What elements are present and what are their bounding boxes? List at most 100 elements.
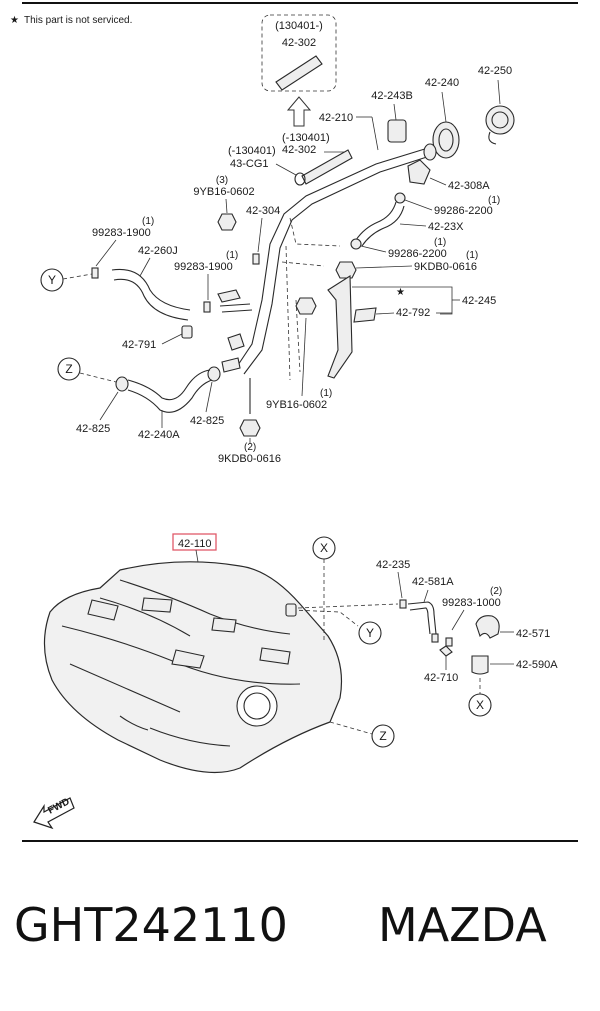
pad-42-792 (353, 307, 377, 323)
callout-42-240a: 42-240A (138, 429, 180, 441)
fuel-cap-42-250 (485, 105, 515, 135)
ref-y-label-2: Y (366, 626, 374, 640)
callout-42-308a: 42-308A (448, 180, 490, 192)
callout-9yb16-top: 9YB16-0602 (193, 186, 254, 198)
star-icon-2: ★ (396, 287, 405, 298)
callout-42-243b: 42-243B (371, 90, 413, 102)
hose-42-240a (127, 369, 213, 413)
bracket-42-243b (387, 119, 407, 143)
callout-9kdb0-b: 9KDB0-0616 (218, 453, 281, 465)
callout-qty-1-b: (1) (434, 237, 446, 248)
footer: GHT242110 MAZDA (0, 888, 600, 978)
ref-y-label-1: Y (48, 273, 56, 287)
top-rule (22, 2, 578, 4)
callout-42-791: 42-791 (122, 339, 156, 351)
nut-42-710 (439, 645, 453, 657)
clip-99283-1000-a (431, 633, 439, 643)
ref-y-circle-1 (40, 268, 64, 292)
callout-qty-1-d: (1) (142, 216, 154, 227)
callout-99283-1900-a: 99283-1900 (92, 227, 151, 239)
bottom-rule (22, 840, 578, 842)
callout-43-cg1: 43-CG1 (230, 158, 269, 170)
clamp-42-825-mid (207, 366, 221, 382)
callout-42-825-left: 42-825 (76, 423, 110, 435)
hose-42-302-variant (275, 55, 323, 91)
callout-130401-date: (130401-) (275, 20, 323, 32)
hose-42-23x (355, 201, 405, 247)
callout-42-304: 42-304 (246, 205, 280, 217)
part-number: GHT242110 (14, 898, 288, 952)
callout-99283-1000: 99283-1000 (442, 597, 501, 609)
callout-qty-1-a: (1) (488, 195, 500, 206)
callout-42-302-top: 42-302 (282, 37, 316, 49)
callout-qty-1-f: (1) (320, 388, 332, 399)
valve-42-571 (475, 615, 500, 639)
bracket-42-245 (327, 275, 353, 379)
not-serviced-note: This part is not serviced. (24, 15, 132, 26)
callout-qty-1-e: (1) (226, 250, 238, 261)
callout-42-302-mid: 42-302 (282, 144, 316, 156)
clip-99286-a (394, 192, 406, 204)
clip-43-cg1 (294, 172, 306, 186)
highlight-42-110 (172, 533, 217, 551)
clip-99286-b (350, 238, 362, 250)
ref-z-circle-1 (57, 357, 81, 381)
callout-130401-before-2: (-130401) (228, 145, 276, 157)
bolt-9kdb0-b (239, 419, 261, 437)
arrow-up-icon (286, 96, 312, 127)
callout-42-710: 42-710 (424, 672, 458, 684)
callout-qty-1-c: (1) (466, 250, 478, 261)
clip-99283-b (203, 301, 211, 313)
callout-9kdb0-a: 9KDB0-0616 (414, 261, 477, 273)
pump-opening (236, 685, 278, 727)
clip-42-791 (181, 325, 193, 339)
callout-42-240: 42-240 (425, 77, 459, 89)
ref-x-label-1: X (320, 541, 328, 555)
ref-z-circle-2 (371, 724, 395, 748)
brand-name: MAZDA (378, 898, 547, 952)
nut-9yb16 (217, 213, 237, 231)
callout-42-210: 42-210 (319, 112, 353, 124)
ref-z-label-1: Z (65, 362, 72, 376)
callout-42-23x: 42-23X (428, 221, 464, 233)
callout-qty-2-a: (2) (244, 442, 256, 453)
tube-42-581a (407, 601, 437, 635)
callout-42-792: 42-792 (396, 307, 430, 319)
ref-x-label-2: X (476, 698, 484, 712)
star-icon: ★ (10, 15, 19, 26)
callout-42-250: 42-250 (478, 65, 512, 77)
cap-42-590a (471, 655, 489, 675)
callout-42-571: 42-571 (516, 628, 550, 640)
clip-99283-1000-b (445, 637, 453, 647)
bolt-42-304 (252, 253, 260, 265)
callout-99286-2200-b: 99286-2200 (388, 248, 447, 260)
callout-42-110: 42-110 (178, 538, 211, 550)
callout-42-245: 42-245 (462, 295, 496, 307)
forward-arrow-icon: FWD (33, 796, 75, 830)
bolt-9kdb0-a (335, 261, 357, 279)
nut-9yb16-b (295, 297, 317, 315)
clip-99283-a (91, 267, 99, 279)
callout-42-235: 42-235 (376, 559, 410, 571)
ref-z-label-2: Z (379, 729, 386, 743)
hose-42-260j (111, 268, 191, 321)
callout-qty-2-b: (2) (490, 586, 502, 597)
callout-42-260j: 42-260J (138, 245, 178, 257)
variant-box (261, 14, 337, 92)
callout-99286-2200-a: 99286-2200 (434, 205, 493, 217)
filler-pipe-42-210 (235, 147, 431, 375)
fuel-system-diagram: ★ This part is not serviced. (130401-) 4… (10, 14, 558, 830)
filler-ring-42-240 (432, 121, 460, 159)
callout-42-581a: 42-581A (412, 576, 454, 588)
callout-99283-1900-b: 99283-1900 (174, 261, 233, 273)
callout-42-825-mid: 42-825 (190, 415, 224, 427)
callout-9yb16-bot: 9YB16-0602 (266, 399, 327, 411)
clamp-42-825-left (115, 376, 129, 392)
ref-y-circle-2 (358, 621, 382, 645)
clamp-42-308a (407, 159, 431, 185)
callout-130401-before: (-130401) (282, 132, 330, 144)
callout-qty-3: (3) (216, 175, 228, 186)
clip-42-235 (399, 599, 407, 609)
callout-42-590a: 42-590A (516, 659, 558, 671)
